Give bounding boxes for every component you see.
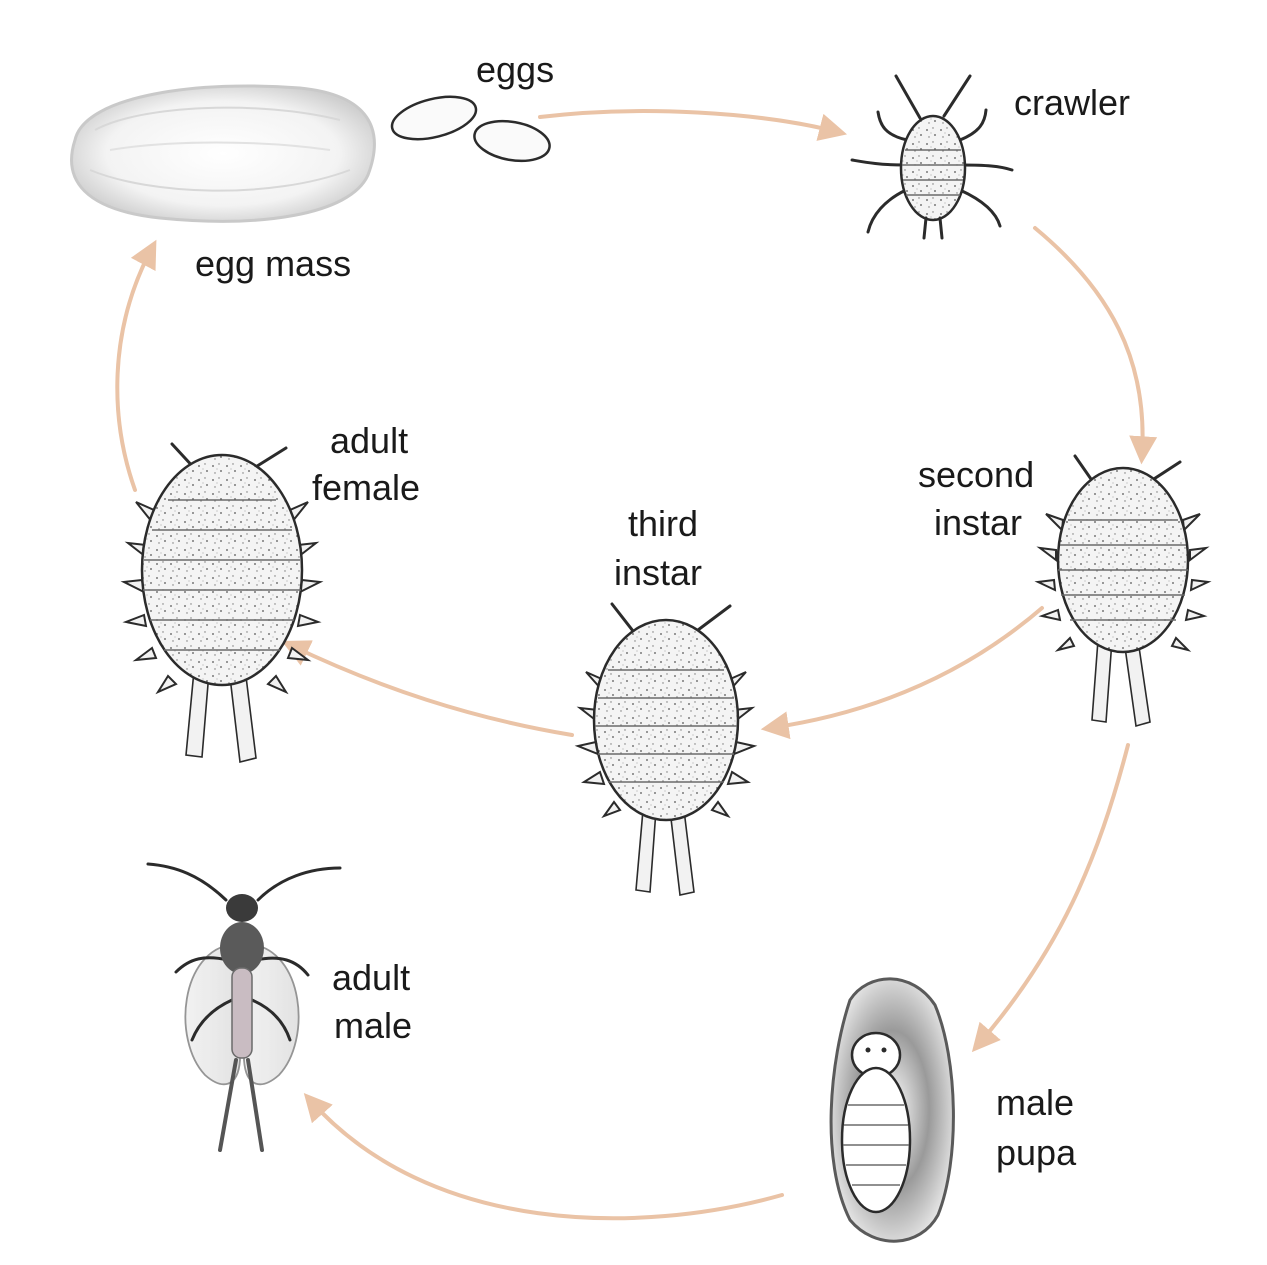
eggs-illustration bbox=[390, 95, 551, 163]
label-male-pupa-line2: pupa bbox=[996, 1132, 1077, 1173]
egg-mass-illustration bbox=[70, 84, 376, 223]
label-adult-female-line1: adult bbox=[330, 420, 408, 461]
arrow-male-pupa-to-adult-male bbox=[303, 1093, 784, 1221]
cycle-arrows bbox=[115, 109, 1158, 1221]
label-third-instar-line2: instar bbox=[614, 552, 702, 593]
male-pupa-illustration bbox=[829, 977, 955, 1243]
label-adult-male-line2: male bbox=[334, 1005, 412, 1046]
label-adult-male-line1: adult bbox=[332, 957, 410, 998]
label-second-instar-line2: instar bbox=[934, 502, 1022, 543]
adult-female-illustration bbox=[120, 442, 324, 763]
arrow-adult-female-to-egg-mass bbox=[115, 239, 157, 492]
third-instar-illustration bbox=[574, 602, 758, 896]
label-crawler: crawler bbox=[1014, 82, 1130, 123]
crawler-illustration bbox=[850, 74, 1014, 240]
label-adult-female-line2: female bbox=[312, 467, 420, 508]
arrow-crawler-to-second-instar bbox=[1033, 226, 1158, 465]
arrow-second-instar-to-male-pupa bbox=[971, 743, 1130, 1053]
arrow-eggs-to-crawler bbox=[538, 109, 848, 141]
adult-male-illustration bbox=[146, 862, 342, 1152]
label-male-pupa-line1: male bbox=[996, 1082, 1074, 1123]
label-egg-mass: egg mass bbox=[195, 243, 351, 284]
label-second-instar-line1: second bbox=[918, 454, 1034, 495]
arrow-second-to-third-instar bbox=[760, 606, 1044, 740]
label-third-instar-line1: third bbox=[628, 503, 698, 544]
label-eggs: eggs bbox=[476, 49, 554, 90]
stage-labels: eggs crawler egg mass adult female third… bbox=[195, 49, 1130, 1173]
second-instar-illustration bbox=[1034, 454, 1212, 728]
arrow-third-instar-to-adult-female bbox=[281, 640, 574, 737]
